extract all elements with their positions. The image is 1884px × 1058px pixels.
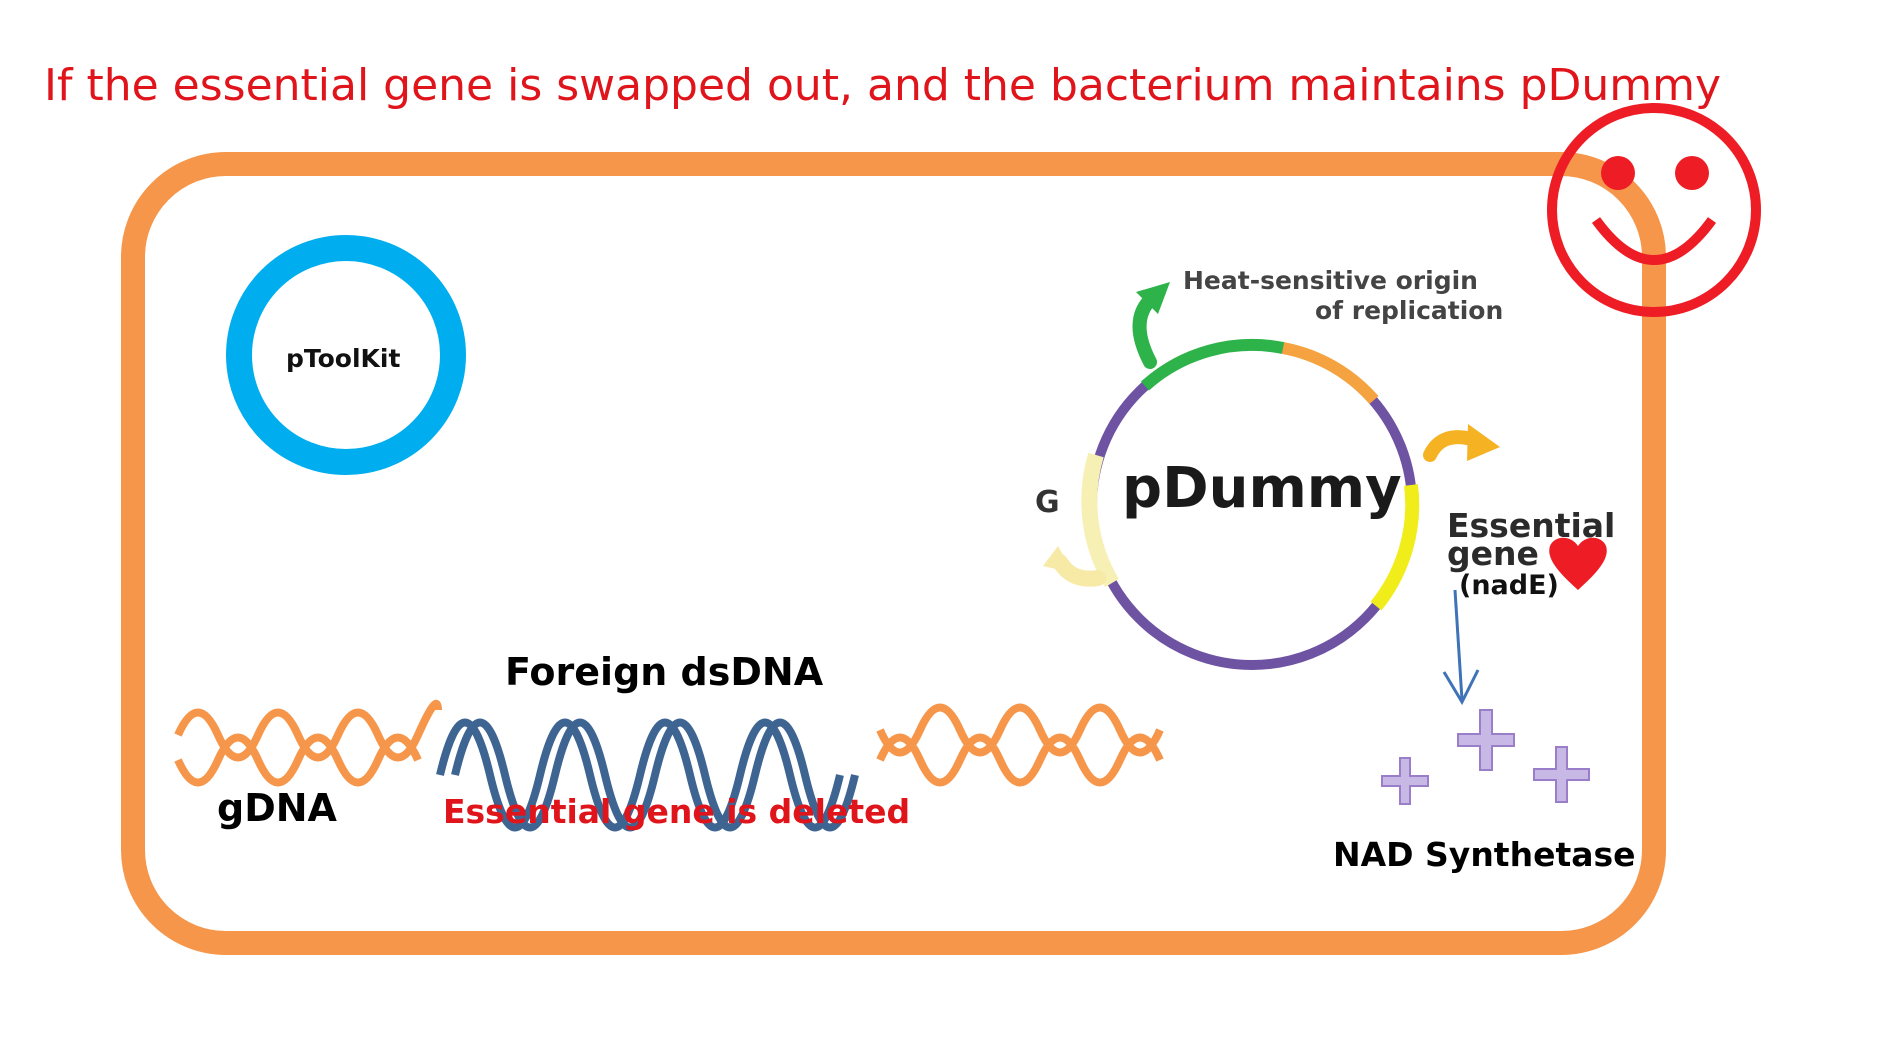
- smiley-icon: [1547, 103, 1761, 317]
- gene-label-line1: Essential: [1447, 506, 1616, 545]
- slide-title: If the essential gene is swapped out, an…: [44, 60, 1722, 111]
- heart-icon: [1549, 537, 1607, 590]
- g-segment: [1081, 452, 1119, 588]
- deleted-gene-label: Essential gene is deleted: [443, 792, 911, 831]
- origin-arrowhead-icon: [1136, 282, 1170, 314]
- gene-label-line2: gene: [1447, 534, 1539, 573]
- expression-arrow-line: [1453, 589, 1464, 701]
- pdummy-label: pDummy: [1122, 456, 1402, 521]
- gdna-helix-left: [174, 700, 442, 787]
- origin-segment: [1140, 338, 1285, 391]
- gene-arrowhead-icon: [1467, 424, 1500, 461]
- gdna-helix-right: [876, 703, 1164, 787]
- ptoolkit-ring: [226, 235, 466, 475]
- bacterial-cell: [121, 152, 1666, 955]
- essential-gene-segment: [1370, 484, 1420, 611]
- origin-label-line2: of replication: [1315, 296, 1504, 325]
- g-label: G: [1035, 485, 1060, 520]
- expression-arrowhead-icon: [1442, 669, 1480, 706]
- ptoolkit-label: pToolKit: [286, 344, 401, 373]
- nad-synthetase-label: NAD Synthetase: [1333, 835, 1636, 874]
- gdna-label: gDNA: [217, 786, 337, 830]
- gene-label-line3: (nadE): [1459, 570, 1559, 601]
- origin-label-line1: Heat-sensitive origin: [1183, 266, 1478, 295]
- foreign-dna-helix: [436, 718, 859, 832]
- orange-segment: [1281, 342, 1379, 405]
- foreign-dna-label: Foreign dsDNA: [505, 650, 824, 694]
- g-arrowhead-icon: [1043, 546, 1073, 573]
- origin-arrow-icon: [1132, 291, 1159, 369]
- nad-synthetase-icons: [1381, 709, 1590, 805]
